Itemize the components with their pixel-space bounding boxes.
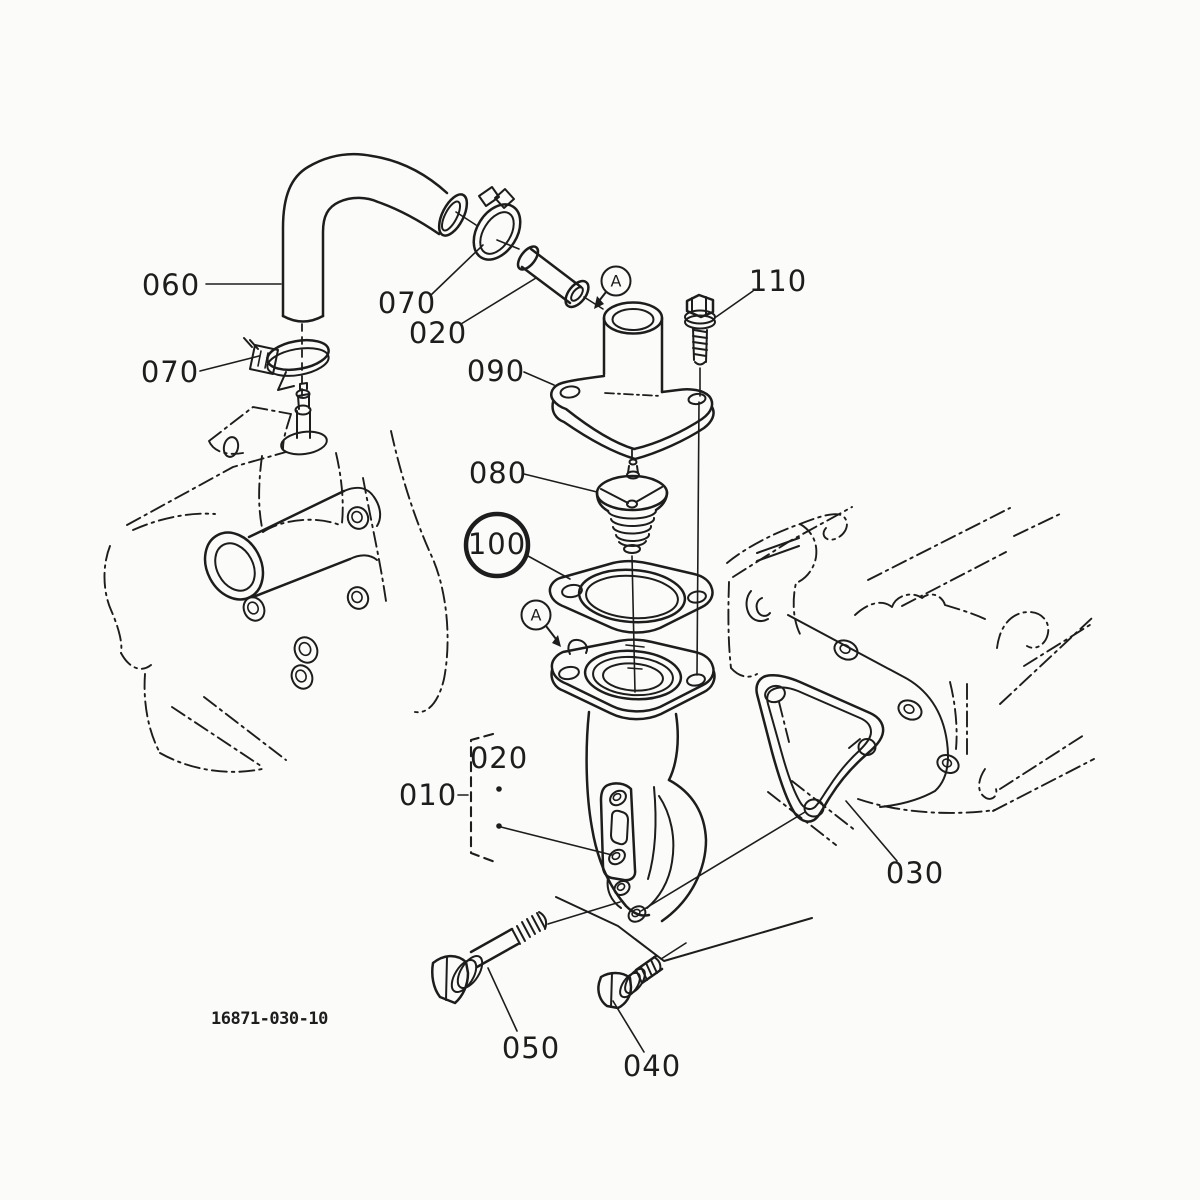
part-030-gasket xyxy=(755,674,885,823)
callout-100-highlighted: 100 xyxy=(467,527,527,561)
detail-marker-a-upper: A xyxy=(600,265,632,297)
part-060-hose xyxy=(281,152,477,400)
part-050-bolt xyxy=(431,901,621,1005)
callout-040: 040 xyxy=(622,1049,682,1083)
callout-070-lower: 070 xyxy=(140,355,200,389)
callout-110: 110 xyxy=(748,264,808,298)
group-bracket-010 xyxy=(469,732,502,864)
leader-lines xyxy=(199,244,898,1053)
drawing-number: 16871-030-10 xyxy=(211,1009,328,1029)
part-010-elbow xyxy=(550,638,813,962)
callout-080: 080 xyxy=(468,456,528,490)
part-110-bolt xyxy=(684,293,716,676)
callout-060: 060 xyxy=(141,268,201,302)
part-020-joint-pipe xyxy=(516,245,604,310)
callout-010: 010 xyxy=(398,778,458,812)
callout-020-bracket: 020 xyxy=(469,741,529,775)
engine-block-right xyxy=(726,506,1095,846)
detail-marker-a-lower: A xyxy=(520,599,552,631)
highlight-circle xyxy=(463,511,531,579)
callout-070-upper: 070 xyxy=(377,286,437,320)
callout-090: 090 xyxy=(466,354,526,388)
callout-020-upper: 020 xyxy=(408,316,468,350)
engine-block-left xyxy=(103,382,449,773)
callout-030: 030 xyxy=(885,856,945,890)
detail-a-lower-arrow xyxy=(545,625,561,647)
part-070-clamp-upper xyxy=(472,186,522,261)
part-040-bolt xyxy=(597,942,687,1010)
part-070-clamp-lower xyxy=(243,337,330,391)
part-080-thermostat xyxy=(595,458,669,693)
callout-050: 050 xyxy=(501,1031,561,1065)
detail-a-upper-arrow xyxy=(594,291,607,309)
part-100-gasket xyxy=(548,559,714,634)
